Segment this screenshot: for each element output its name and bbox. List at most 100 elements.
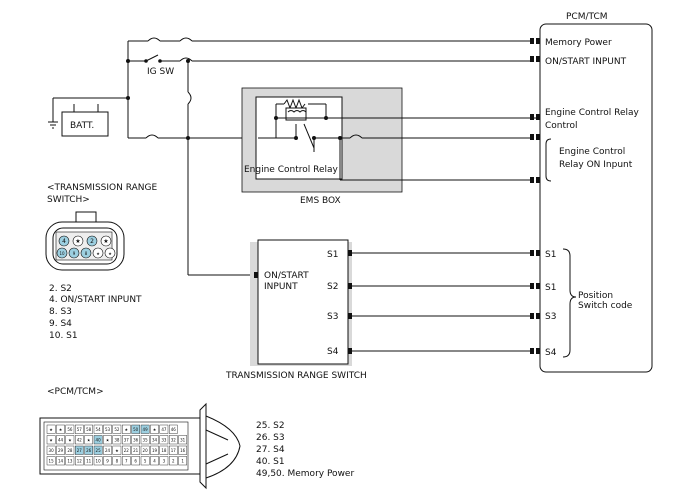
pcm-cavity-label: 33	[161, 438, 167, 443]
pcm-cavity	[103, 456, 112, 466]
trs-cavity: 10	[59, 251, 65, 256]
pcm-cavity-label: 10	[96, 459, 102, 464]
pcm-cavity	[178, 435, 188, 445]
pcm-cavity-label: 19	[152, 448, 158, 453]
pcm-cavity	[65, 445, 75, 455]
pcm-cavity-label: 14	[58, 459, 64, 464]
pcm-cavity	[168, 424, 178, 434]
pcm-cavity-label: 29	[58, 448, 64, 453]
pcm-cavity	[150, 445, 159, 455]
trs-legend-item: 10. S1	[49, 331, 78, 341]
pcm-cavity	[140, 445, 150, 455]
pcm-cavity-label: ★	[125, 427, 129, 432]
pcm-cavity	[112, 424, 122, 434]
trs-cavity: 2	[90, 238, 94, 245]
pcm-legend-item: 49,50. Memory Power	[256, 469, 354, 479]
pcm-cavity	[84, 445, 93, 455]
pcm-cavity-label: 24	[105, 448, 111, 453]
pcm-cavity	[112, 435, 122, 445]
pcm-cavity-label: 53	[105, 427, 111, 432]
trs-connector-heading-1: <TRANSMISSION RANGE	[47, 183, 157, 193]
pcm-s4-label: S4	[545, 348, 557, 358]
trs-title: TRANSMISSION RANGE SWITCH	[225, 371, 367, 381]
pcm-cavity-label: 44	[58, 438, 64, 443]
pcm-cavity	[74, 435, 84, 445]
pcm-cavity-label: 15	[49, 459, 55, 464]
trs-cavity: ★	[96, 251, 100, 256]
pcm-cavity	[84, 435, 93, 445]
pcm-legend-item: 26. S3	[256, 433, 285, 443]
pcm-cavity	[65, 456, 75, 466]
pcm-title: PCM/TCM	[566, 12, 608, 22]
pcm-cavity	[93, 435, 103, 445]
pcm-cavity-label: 42	[77, 438, 83, 443]
trs-legend-item: 8. S3	[49, 307, 72, 317]
pcm-cavity	[65, 435, 75, 445]
pcm-cavity	[168, 456, 178, 466]
ig-sw-label: IG SW	[147, 67, 174, 77]
trs-box	[257, 239, 349, 365]
pcm-cavity	[74, 445, 84, 455]
pcm-cavity	[159, 435, 169, 445]
pcm-cavity	[168, 445, 178, 455]
pcm-cavity-label: 37	[124, 438, 130, 443]
pcm-cavity-label: 36	[133, 438, 139, 443]
pcm-cavity-label: 35	[143, 438, 149, 443]
pcm-cavity	[150, 424, 159, 434]
pcm-cavity-label: 8	[116, 459, 119, 464]
pcm-cavity-label: 38	[114, 438, 120, 443]
pcm-cavity	[131, 445, 141, 455]
pcm-cavity	[168, 435, 178, 445]
relay-internals	[258, 98, 540, 181]
pin-on-start-label: ON/START INPUNT	[545, 57, 627, 67]
pcm-legend-item: 25. S2	[256, 421, 285, 431]
trs-input-label-1: ON/START	[264, 271, 309, 281]
pcm-cavity-label: 20	[143, 448, 149, 453]
pcm-cavity-label: 5	[144, 459, 147, 464]
pcm-s3-label: S3	[545, 312, 556, 322]
pcm-cavity-label: 49	[143, 427, 149, 432]
pcm-cavity	[140, 435, 150, 445]
pcm-cavity	[56, 456, 65, 466]
pcm-cavity-label: 12	[77, 459, 83, 464]
ecr-brace	[545, 138, 552, 182]
pcm-cavity-label: 18	[161, 448, 167, 453]
trs-pin-s1: S1	[327, 250, 338, 260]
pcm-cavity	[131, 424, 141, 434]
pcm-cavity	[112, 445, 122, 455]
pcm-cavity-label: 1	[181, 459, 184, 464]
pcm-cavity	[121, 456, 131, 466]
trs-pin-s3: S3	[327, 312, 338, 322]
pcm-cavity-label: 21	[133, 448, 139, 453]
pcm-cavity-label: 40	[96, 438, 102, 443]
pcm-cavity	[93, 424, 103, 434]
trs-input-label-2: INPUNT	[264, 282, 298, 292]
pcm-cavity	[112, 456, 122, 466]
pcm-cavity-label: ★	[49, 427, 53, 432]
pcm-pin-terminals	[530, 38, 540, 354]
pcm-cavity	[56, 435, 65, 445]
pcm-cavity-label: 34	[152, 438, 158, 443]
pcm-cavity-label: 2	[172, 459, 175, 464]
pcm-cavity-label: 32	[171, 438, 177, 443]
pcm-cavity-label: 7	[125, 459, 128, 464]
pcm-cavity-label: ★	[49, 438, 53, 443]
pcm-cavity-label: ★	[68, 438, 72, 443]
pcm-cavity	[140, 456, 150, 466]
pcm-cavity	[140, 424, 150, 434]
pcm-cavity-label: 47	[161, 427, 167, 432]
pcm-tcm-box	[539, 23, 653, 373]
position-brace	[562, 248, 577, 358]
power-wiring	[48, 37, 530, 276]
pcm-cavity	[159, 424, 169, 434]
pcm-cavity	[93, 456, 103, 466]
pcm-cavity	[150, 435, 159, 445]
pcm-cavity	[74, 456, 84, 466]
pcm-cavity-label: 17	[171, 448, 177, 453]
pin-ecr-control-label-1: Engine Control Relay	[545, 108, 640, 118]
pcm-cavity-label: 50	[133, 427, 139, 432]
pcm-cavity-label: 27	[77, 448, 83, 453]
pcm-cavity-label: 56	[67, 427, 73, 432]
pcm-s1b-label: S1	[545, 283, 556, 293]
